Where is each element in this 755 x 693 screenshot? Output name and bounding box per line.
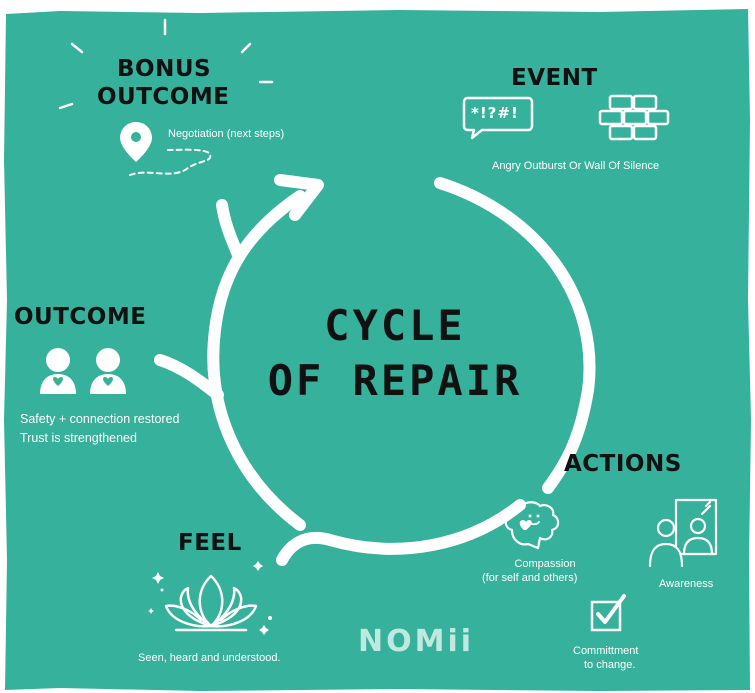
brain-heart-icon: [504, 501, 560, 550]
outcome-heading: OUTCOME: [14, 304, 147, 330]
cycle-arrows: [154, 174, 596, 566]
outcome-caption-line-1: Safety + connection restored: [20, 412, 180, 426]
event-caption: Angry Outburst Or Wall Of Silence: [492, 160, 660, 172]
commitment-sublabel: to change.: [584, 659, 636, 671]
feel-caption: Seen, heard and understood.: [138, 652, 281, 664]
event-heading: EVENT: [511, 65, 598, 91]
arc-branch-outcome: [154, 354, 224, 401]
checkbox-icon: [590, 594, 626, 632]
sparkle-marks: [58, 18, 274, 110]
feel-heading: FEEL: [178, 530, 242, 556]
bonus-heading-line-1: BONUS: [117, 56, 212, 82]
arc-feel-to-outcome: [207, 190, 306, 531]
teal-background: [4, 9, 751, 691]
location-pin-icon: [120, 122, 212, 176]
two-people-hearts-icon: [40, 348, 126, 394]
bonus-heading-line-2: OUTCOME: [97, 84, 230, 110]
speech-bubble-text: *!?#!: [471, 104, 519, 122]
brick-wall-icon: [598, 94, 670, 141]
arc-branch-bonus: [216, 199, 244, 261]
speech-bubble-icon: [462, 96, 534, 140]
mirror-person-icon: [648, 498, 718, 568]
arc-actions-to-feel: [276, 499, 526, 566]
awareness-label: Awareness: [659, 578, 714, 590]
arrowhead-top: [274, 174, 324, 221]
outcome-caption-line-2: Trust is strengthened: [20, 431, 137, 445]
brand-logo: NOMii: [358, 624, 475, 659]
compassion-sublabel: (for self and others): [482, 572, 578, 584]
title-line-2: OF REPAIR: [267, 356, 523, 405]
title-line-1: CYCLE: [324, 301, 466, 350]
arc-event-to-actions: [434, 177, 596, 494]
lotus-icon: [148, 561, 272, 635]
commitment-label: Committment: [573, 645, 639, 657]
compassion-label: Compassion: [514, 558, 576, 570]
bonus-caption: Negotiation (next steps): [168, 128, 285, 140]
actions-heading: ACTIONS: [564, 451, 682, 477]
